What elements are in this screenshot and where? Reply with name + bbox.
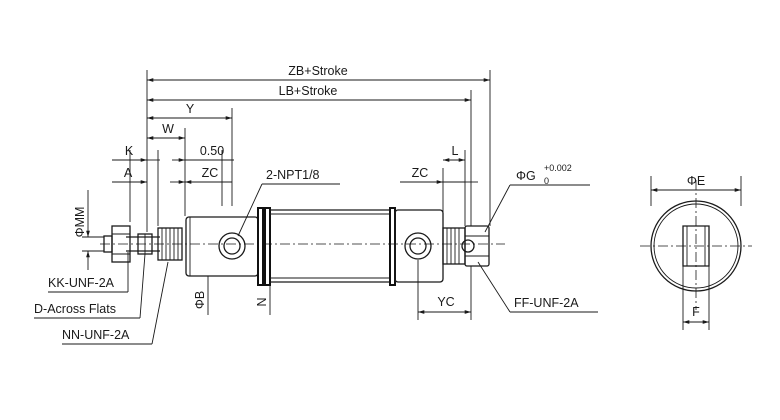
rear-clevis [461,225,490,267]
dim-n-label: N [255,297,269,306]
nose-thread [157,227,183,261]
dim-g-label: ΦG [516,169,536,183]
dim-e-label: ΦE [687,174,705,188]
callout-rear-thread-label: FF-UNF-2A [514,296,579,310]
dim-y-label: Y [186,102,195,116]
dim-g-tol-lower: 0 [544,176,549,186]
callouts: 2-NPT1/8 KK-UNF-2A D-Across Flats NN-UNF… [34,168,598,345]
end-view: ΦE F [640,174,752,330]
dim-g-tol-upper: +0.002 [544,163,572,173]
dim-zc-left-label: ZC [202,166,219,180]
dim-zc-right-label: ZC [412,166,429,180]
front-port [218,232,246,260]
callout-across-flats-label: D-Across Flats [34,302,116,316]
dim-b-label: ΦB [193,291,207,309]
rear-port [404,232,432,260]
cylinder-barrel [270,209,390,283]
rear-cover [394,209,444,283]
front-cover [185,216,259,277]
dim-l-label: L [452,144,459,158]
side-view [100,207,505,286]
dim-offset-label: 0.50 [200,144,224,158]
dim-f-label: F [692,305,700,319]
end-outer-circle [650,200,742,292]
callout-port-label: 2-NPT1/8 [266,168,320,182]
dim-w-label: W [162,122,174,136]
dim-yc-label: YC [437,295,454,309]
dimension-lines: ZB+Stroke LB+Stroke Y W K 0.50 A ZC ZC [73,64,590,320]
dim-zb-label: ZB+Stroke [288,64,347,78]
callout-nose-thread-label: NN-UNF-2A [62,328,130,342]
dim-k-label: K [125,144,134,158]
dim-mm-label: ΦMM [73,207,87,238]
dim-a-label: A [124,166,133,180]
callout-rod-thread-label: KK-UNF-2A [48,276,115,290]
dim-lb-label: LB+Stroke [279,84,338,98]
